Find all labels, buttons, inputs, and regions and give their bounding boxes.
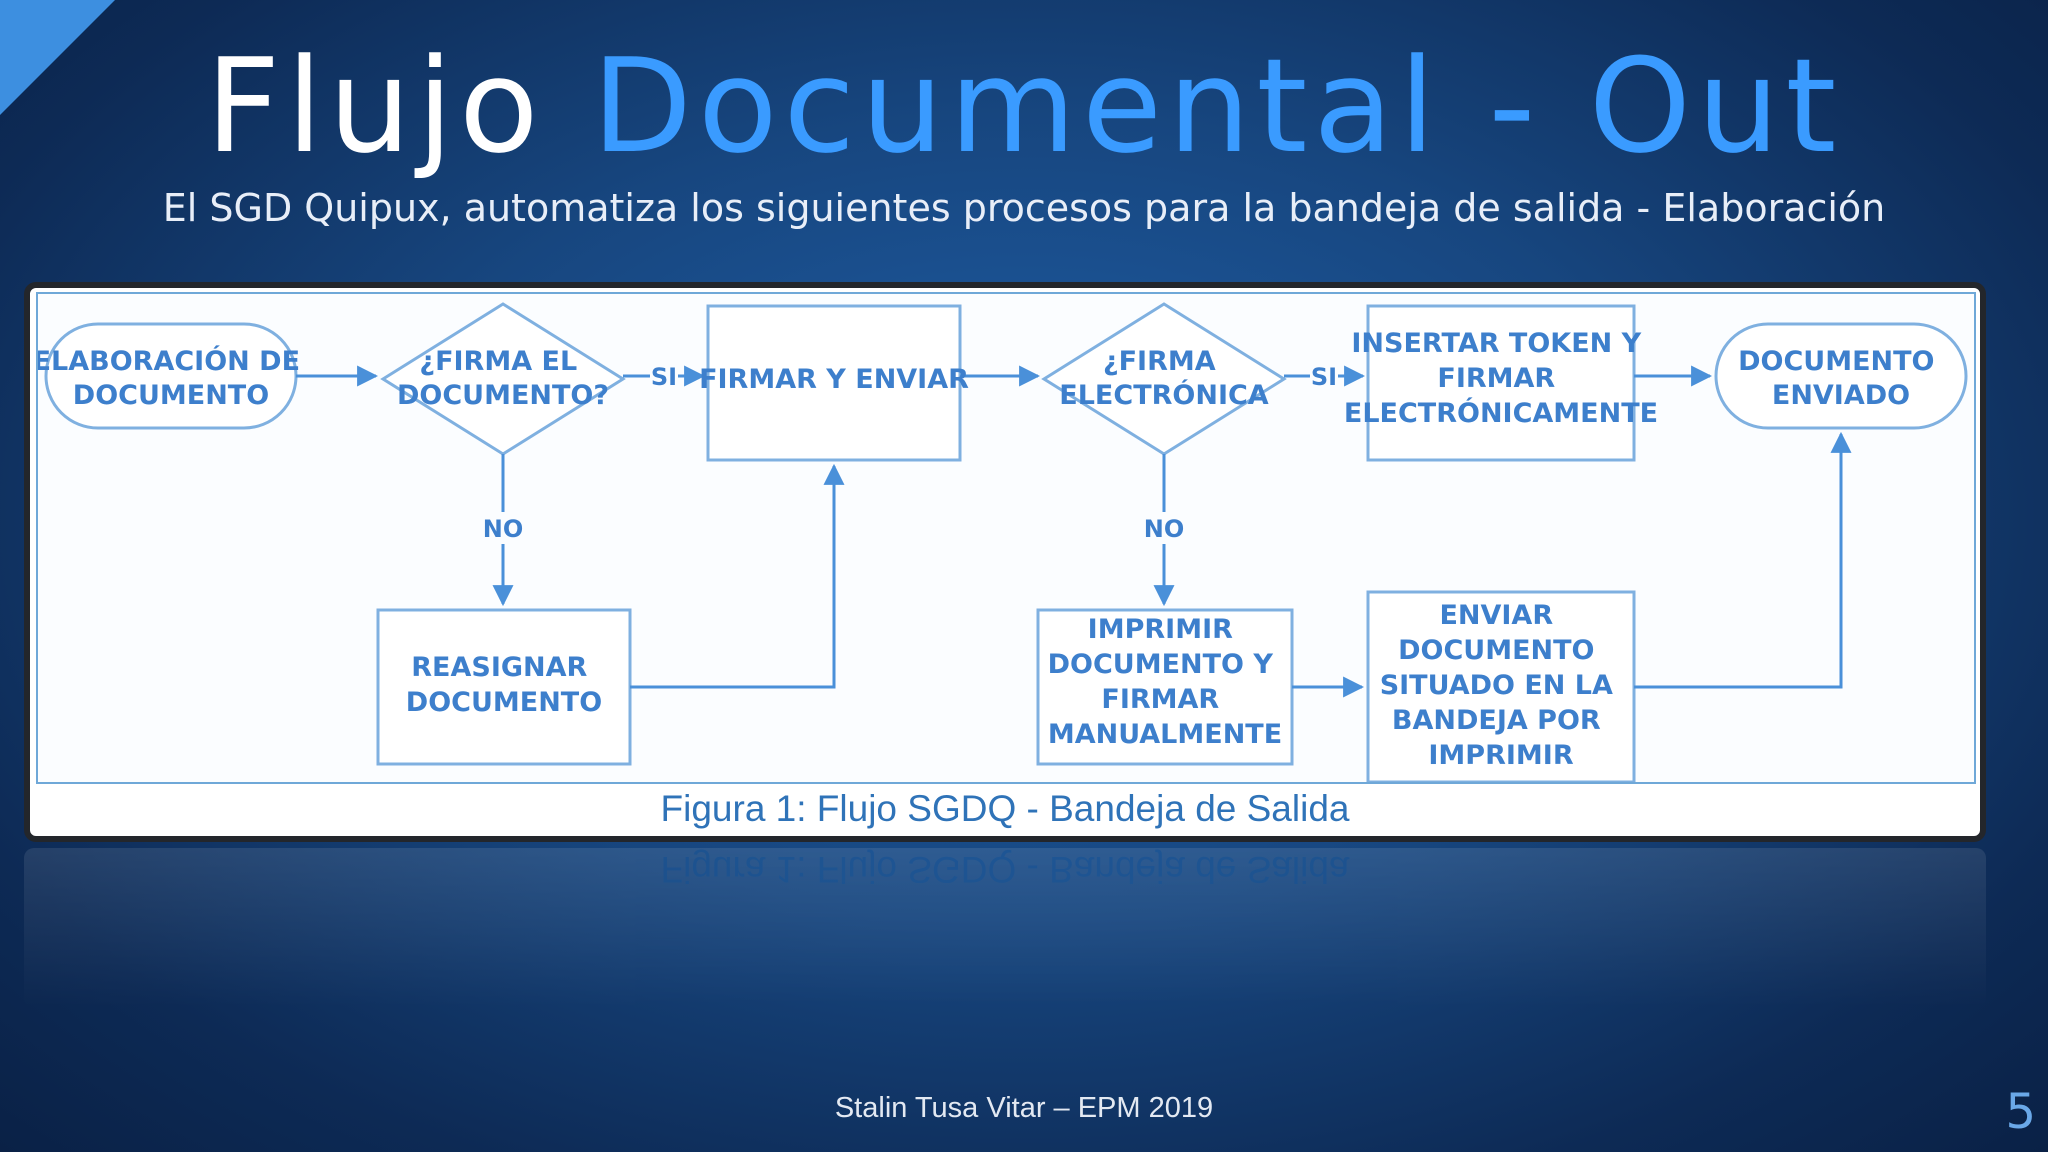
node-firmar-enviar: FIRMAR Y ENVIAR: [699, 364, 969, 395]
node-elaboracion: ELABORACIÓN DE DOCUMENTO: [38, 345, 309, 411]
node-firma-electronica-shape: [1041, 302, 1287, 456]
corner-accent: [0, 0, 115, 115]
slide-subtitle: El SGD Quipux, automatiza los siguientes…: [162, 186, 1886, 230]
figure-caption: Figura 1: Flujo SGDQ - Bandeja de Salida: [660, 788, 1350, 829]
edge-reasignar-firmar-enviar: [630, 463, 845, 689]
node-reasignar: REASIGNAR DOCUMENTO: [406, 652, 602, 718]
node-imprimir-shape: [1036, 608, 1294, 766]
edge-enviar-bandeja-enviado: [1634, 431, 1852, 689]
node-firmar-enviar-shape: [706, 304, 962, 462]
node-enviar-bandeja: ENVIAR DOCUMENTO SITUADO EN LA BANDEJA P…: [1380, 600, 1623, 771]
title-part-2: Documental - Out: [591, 30, 1843, 182]
edge-label-si-1: SI: [651, 363, 677, 391]
title-part-1: Flujo: [205, 30, 545, 182]
page-number: 5: [2005, 1084, 2036, 1140]
node-insertar-token: INSERTAR TOKEN Y FIRMAR ELECTRÓNICAMENTE: [1344, 328, 1658, 429]
reflection-caption: Figura 1: Flujo SGDQ - Bandeja de Salida: [660, 849, 1350, 890]
slide-title: Flujo Documental - Out: [0, 30, 2048, 182]
node-documento-enviado: DOCUMENTO ENVIADO: [1738, 346, 1944, 411]
edge-label-no-2: NO: [1144, 515, 1185, 543]
node-documento-enviado-shape: [1714, 322, 1968, 430]
node-enviar-bandeja-shape: [1366, 590, 1636, 782]
node-firma-documento-shape: [380, 302, 626, 456]
figure-reflection: Figura 1: Flujo SGDQ - Bandeja de Salida: [24, 848, 1986, 1008]
flowchart: ELABORACIÓN DE DOCUMENTO ¿FIRMA EL DOCUM…: [36, 292, 1976, 784]
flowchart-svg: ELABORACIÓN DE DOCUMENTO ¿FIRMA EL DOCUM…: [38, 302, 1968, 782]
node-imprimir: IMPRIMIR DOCUMENTO Y FIRMAR MANUALMENTE: [1048, 614, 1283, 750]
node-reasignar-shape: [376, 608, 632, 766]
figure-frame: ELABORACIÓN DE DOCUMENTO ¿FIRMA EL DOCUM…: [24, 282, 1986, 842]
node-insertar-token-shape: [1366, 304, 1636, 462]
node-firma-documento: ¿FIRMA EL DOCUMENTO?: [397, 346, 609, 411]
edge-label-si-2: SI: [1311, 363, 1337, 391]
slide-footer: Stalin Tusa Vitar – EPM 2019: [834, 1092, 1214, 1124]
node-firma-electronica: ¿FIRMA ELECTRÓNICA: [1059, 346, 1269, 411]
edge-label-no-1: NO: [483, 515, 524, 543]
